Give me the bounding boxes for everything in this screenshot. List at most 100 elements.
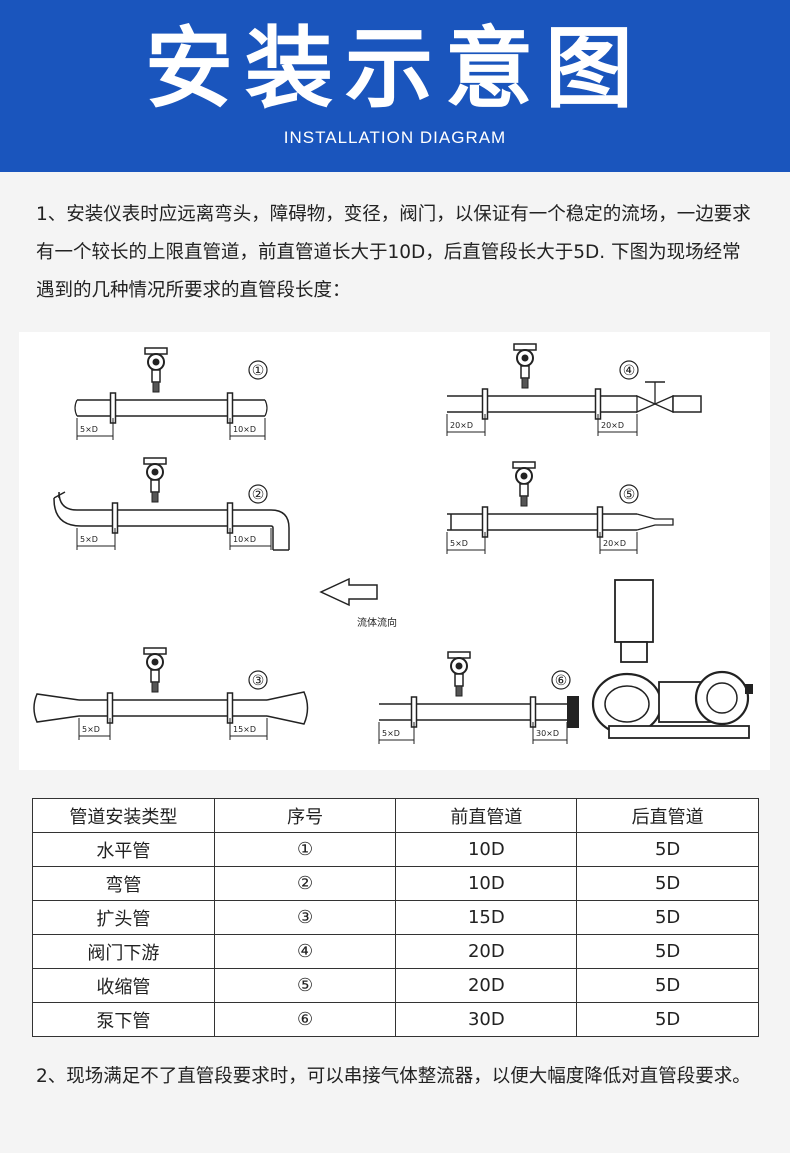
dimension-label: 5×D bbox=[80, 425, 98, 434]
table-row: 阀门下游 ④ 20D 5D bbox=[32, 934, 759, 969]
transmitter-display bbox=[151, 468, 159, 476]
pipe-break bbox=[264, 399, 268, 417]
sensor-stem bbox=[151, 681, 159, 693]
cell-number: ⑤ bbox=[213, 968, 397, 1003]
cell-number: ④ bbox=[213, 934, 397, 969]
dimension-label: 20×D bbox=[601, 421, 624, 430]
valve-body bbox=[653, 394, 674, 414]
transmitter-neck bbox=[520, 365, 530, 379]
table-row: 泵下管 ⑥ 30D 5D bbox=[32, 1002, 759, 1037]
case-number-circle bbox=[551, 670, 571, 690]
pump-outlet bbox=[745, 684, 753, 694]
dimension-label: 5×D bbox=[82, 725, 100, 734]
pump-base bbox=[608, 725, 750, 739]
header-upstream: 前直管道 bbox=[395, 798, 578, 833]
table-row: 水平管 ① 10D 5D bbox=[32, 832, 759, 867]
cell-upstream: 20D bbox=[395, 968, 578, 1003]
note-paragraph: 2、现场满足不了直管段要求时，可以串接气体整流器，以便大幅度降低对直管段要求。 bbox=[36, 1066, 751, 1087]
flow-label: 流体流向 bbox=[357, 616, 397, 629]
header-number: 序号 bbox=[213, 798, 397, 833]
case-number-circle bbox=[248, 670, 268, 690]
dimension-label: 15×D bbox=[233, 725, 256, 734]
dimension-label: 5×D bbox=[80, 535, 98, 544]
transmitter-display bbox=[455, 662, 463, 670]
cell-pipe-type: 水平管 bbox=[32, 832, 215, 867]
pipe-break bbox=[74, 399, 78, 417]
header-downstream: 后直管道 bbox=[576, 798, 759, 833]
transmitter-display bbox=[520, 472, 528, 480]
pump-motor bbox=[614, 579, 654, 643]
valve-body bbox=[636, 394, 657, 414]
sensor-stem bbox=[521, 377, 529, 389]
transmitter-neck bbox=[151, 369, 161, 383]
transmitter-display bbox=[152, 358, 160, 366]
case-number: ⑥ bbox=[555, 673, 568, 689]
header-pipe-type: 管道安装类型 bbox=[32, 798, 215, 833]
downstream-pipe bbox=[672, 395, 702, 413]
pump-casing-inner bbox=[604, 685, 650, 723]
cell-downstream: 5D bbox=[576, 900, 759, 935]
pump-casing bbox=[591, 672, 663, 736]
table-header-row: 管道安装类型 序号 前直管道 后直管道 bbox=[32, 798, 759, 833]
table-row: 扩头管 ③ 15D 5D bbox=[32, 900, 759, 935]
pipe-case-6: ⑥ 5×D 30×D bbox=[378, 579, 753, 744]
pipe-case-1: ① 5×D 10×D bbox=[74, 347, 268, 440]
transmitter-display bbox=[521, 354, 529, 362]
table-row: 收缩管 ⑤ 20D 5D bbox=[32, 968, 759, 1003]
transmitter-neck bbox=[150, 479, 160, 493]
pump-volute bbox=[694, 670, 750, 726]
cell-pipe-type: 收缩管 bbox=[32, 968, 215, 1003]
sensor-stem bbox=[152, 381, 160, 393]
transmitter-neck bbox=[519, 483, 529, 497]
banner-title: 安装示意图 bbox=[144, 17, 645, 120]
cell-pipe-type: 扩头管 bbox=[32, 900, 215, 935]
cell-upstream: 20D bbox=[395, 934, 578, 969]
flow-arrow bbox=[319, 577, 378, 607]
dimension-label: 20×D bbox=[603, 539, 626, 548]
cell-downstream: 5D bbox=[576, 1002, 759, 1037]
dimension-label: 5×D bbox=[382, 729, 400, 738]
cell-downstream: 5D bbox=[576, 866, 759, 901]
pump-coupling bbox=[620, 641, 648, 663]
pump-volute-inner bbox=[706, 682, 738, 714]
dimension-label: 10×D bbox=[233, 425, 256, 434]
cell-number: ③ bbox=[213, 900, 397, 935]
intro-paragraph: 1、安装仪表时应远离弯头，障碍物，变径，阀门，以保证有一个稳定的流场，一边要求有… bbox=[36, 204, 751, 301]
case-number-circle bbox=[248, 360, 268, 380]
transmitter-neck bbox=[150, 669, 160, 683]
header-banner: 安装示意图 INSTALLATION DIAGRAM bbox=[0, 0, 790, 172]
reducer bbox=[636, 513, 674, 531]
straight-pipe-table: 管道安装类型 序号 前直管道 后直管道 水平管 ① 10D 5D 弯管 ② 10… bbox=[32, 798, 759, 1037]
banner-subtitle: INSTALLATION DIAGRAM bbox=[283, 128, 507, 147]
dimension-label: 20×D bbox=[450, 421, 473, 430]
pump-inlet-flange bbox=[567, 696, 579, 728]
cell-downstream: 5D bbox=[576, 968, 759, 1003]
elbow-right bbox=[270, 509, 290, 550]
dimension-label: 10×D bbox=[233, 535, 256, 544]
sensor-stem bbox=[455, 685, 463, 697]
cell-pipe-type: 阀门下游 bbox=[32, 934, 215, 969]
elbow-left bbox=[58, 491, 107, 511]
expander-right bbox=[266, 691, 309, 725]
elbow-end bbox=[53, 491, 66, 499]
cell-number: ① bbox=[213, 832, 397, 867]
cell-downstream: 5D bbox=[576, 832, 759, 867]
expander-left bbox=[33, 693, 80, 723]
case-number-circle bbox=[619, 484, 639, 504]
case-number: ④ bbox=[623, 363, 636, 379]
cell-number: ② bbox=[213, 866, 397, 901]
dimension-label: 30×D bbox=[536, 729, 559, 738]
sensor-stem bbox=[520, 495, 528, 507]
cell-upstream: 10D bbox=[395, 832, 578, 867]
cell-upstream: 15D bbox=[395, 900, 578, 935]
pipe-case-4: ④ 20×D 20×D bbox=[446, 343, 702, 436]
case-number: ② bbox=[252, 487, 265, 503]
transmitter-display bbox=[151, 658, 159, 666]
case-number: ⑤ bbox=[623, 487, 636, 503]
transmitter-neck bbox=[454, 673, 464, 687]
case-number: ① bbox=[252, 363, 265, 379]
sensor-stem bbox=[151, 491, 159, 503]
